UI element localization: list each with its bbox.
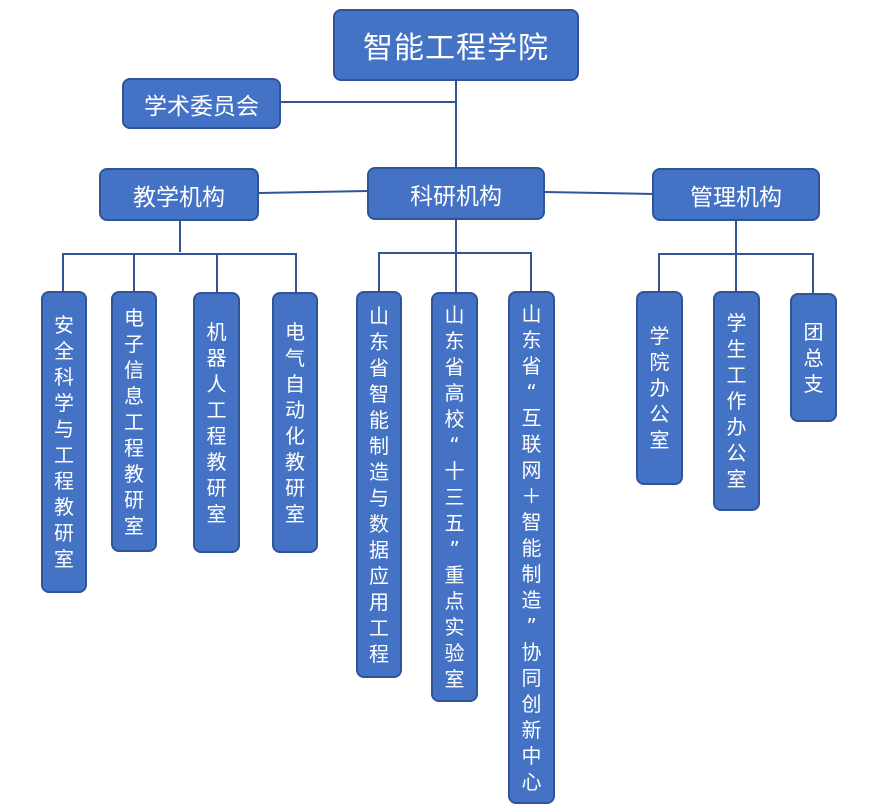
leaf-label: 学院办公室 (649, 324, 670, 452)
research-leaf: 山东省高校“十三五”重点实验室 (431, 292, 478, 702)
leaf-label: 山东省智能制造与数据应用工程 (369, 303, 389, 666)
teaching-label: 教学机构 (133, 184, 225, 211)
management-bus-line (658, 253, 814, 293)
teaching-leaf: 电子信息工程教研室 (111, 291, 157, 552)
management-leaf: 学院办公室 (636, 291, 683, 485)
leaf-label: 安全科学与工程教研室 (54, 313, 74, 571)
leaf-label: 山东省“互联网＋智能制造”协同创新中心 (521, 301, 542, 794)
research-node: 科研机构 (367, 167, 545, 220)
leaf-label: 电子信息工程教研室 (124, 305, 144, 538)
teaching-research-line (258, 190, 369, 194)
teaching-leaf: 安全科学与工程教研室 (41, 291, 87, 593)
leaf-label: 电气自动化教研室 (285, 319, 305, 526)
management-node: 管理机构 (652, 168, 820, 221)
research-leaf: 山东省智能制造与数据应用工程 (356, 291, 402, 678)
leaf-label: 机器人工程教研室 (206, 319, 227, 526)
committee-node: 学术委员会 (122, 78, 281, 129)
teaching-node: 教学机构 (99, 168, 259, 221)
research-label: 科研机构 (410, 183, 502, 210)
leaf-label: 山东省高校“十三五”重点实验室 (444, 303, 465, 691)
research-management-line (544, 191, 654, 195)
management-leaf: 学生工作办公室 (713, 291, 760, 511)
leaf-label: 团总支 (803, 319, 824, 396)
leaf-label: 学生工作办公室 (726, 311, 747, 491)
research-bus-line (378, 252, 532, 292)
root-node: 智能工程学院 (333, 9, 579, 81)
management-label: 管理机构 (690, 184, 782, 211)
committee-label: 学术委员会 (144, 93, 259, 120)
root-label: 智能工程学院 (363, 31, 549, 66)
teaching-leaf: 机器人工程教研室 (193, 292, 240, 553)
research-leaf: 山东省“互联网＋智能制造”协同创新中心 (508, 291, 555, 804)
teaching-leaf: 电气自动化教研室 (272, 292, 318, 553)
management-leaf: 团总支 (790, 293, 837, 422)
teaching-bus-line (62, 253, 297, 292)
